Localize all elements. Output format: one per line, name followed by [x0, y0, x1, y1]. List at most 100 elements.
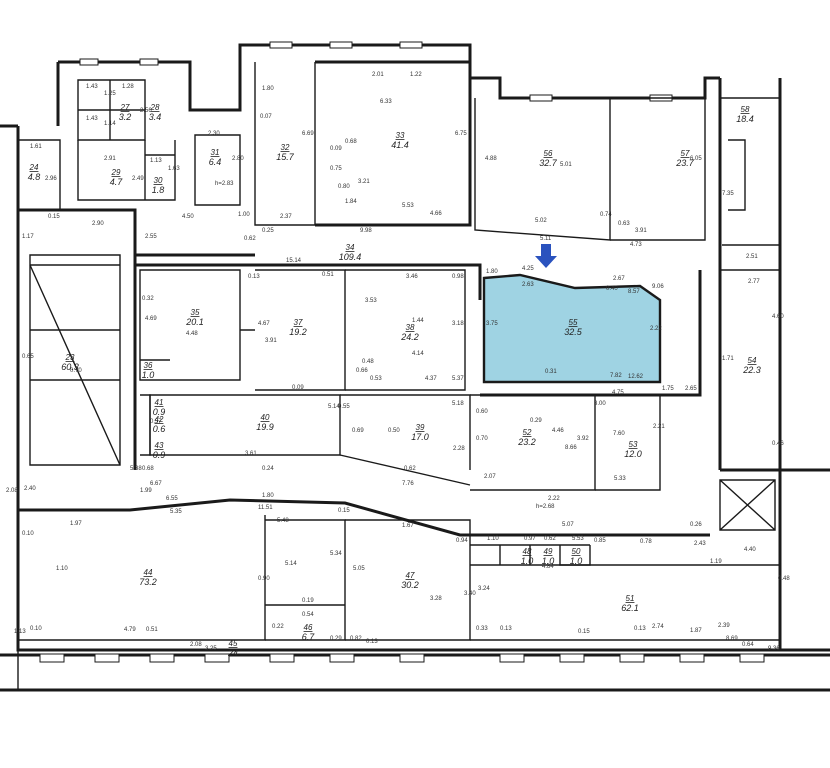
- dimension-label: 4.60: [772, 314, 784, 320]
- dimension-label: 8.69: [726, 636, 738, 642]
- dimension-label: 5.14: [285, 561, 297, 567]
- dimension-label: 2.22: [548, 496, 560, 502]
- dimension-label: 0.24: [262, 466, 274, 472]
- room-number: 57: [681, 149, 690, 158]
- dimension-label: 9.98: [360, 228, 372, 234]
- dimension-label: 1.99: [140, 488, 152, 494]
- room-number: 46: [304, 623, 313, 632]
- dimension-label: 0.69: [352, 428, 364, 434]
- dimension-label: 1.17: [22, 234, 34, 240]
- dimension-label: 1.80: [262, 493, 274, 499]
- dimension-label: 5.02: [535, 218, 547, 224]
- dimension-label: 5.35: [170, 509, 182, 515]
- dimension-label: 0.64: [742, 642, 754, 648]
- dimension-label: 2.07: [484, 474, 496, 480]
- arrow-down-icon: [535, 244, 557, 268]
- dimension-label: 0.13: [248, 274, 260, 280]
- room-area: 0.6: [153, 424, 166, 434]
- dimension-label: 0.53: [370, 376, 382, 382]
- dimension-label: 1.00: [238, 212, 250, 218]
- dimension-label: 0.70: [476, 436, 488, 442]
- dimension-label: 2.37: [280, 214, 292, 220]
- dimension-label: 3.75: [486, 321, 498, 327]
- room-area: 32.5: [564, 327, 583, 337]
- dimension-label: 7.35: [722, 191, 734, 197]
- room-area: 1.0: [521, 556, 534, 566]
- dimension-label: 5.07: [562, 522, 574, 528]
- dimension-label: 0.10: [30, 626, 42, 632]
- dimension-label: 3.40: [464, 591, 476, 597]
- dimension-label: 5.37: [452, 376, 464, 382]
- room-area: 1.0: [542, 556, 555, 566]
- dimension-label: 1.63: [168, 166, 180, 172]
- room-area: 4.8: [28, 172, 41, 182]
- dimension-label: 3.24: [478, 586, 490, 592]
- dimension-label: 0.22: [272, 624, 284, 630]
- dimension-label: 5.34: [330, 551, 342, 557]
- dimension-label: 5.05: [353, 566, 365, 572]
- dimension-label: 0.32: [142, 296, 154, 302]
- dimension-label: 0.15: [338, 508, 350, 514]
- room-area: 3.4: [149, 112, 162, 122]
- dimension-label: 1.84: [345, 199, 357, 205]
- dimension-label: 0.25: [262, 228, 274, 234]
- room-area: 62.1: [621, 603, 639, 613]
- room-number: 47: [406, 571, 415, 580]
- room-number: 41: [155, 398, 164, 407]
- room-area: 1.8: [152, 185, 165, 195]
- dimension-label: 5.33: [614, 476, 626, 482]
- dimension-label: 12.62: [628, 374, 644, 380]
- dimension-label: 1.10: [487, 536, 499, 542]
- dimension-label: 3.91: [265, 338, 277, 344]
- dimension-label: 1.80: [262, 86, 274, 92]
- dimension-label: 5.38: [130, 466, 142, 472]
- dimension-label: 0.74: [600, 212, 612, 218]
- dimension-label: 5.48: [277, 518, 289, 524]
- dimension-label: 2.74: [652, 624, 664, 630]
- dimension-label: 4.73: [630, 242, 642, 248]
- room-area: 4.7: [110, 177, 124, 187]
- dimension-label: 2.65: [685, 386, 697, 392]
- room-number: 24: [29, 163, 39, 172]
- dimension-label: 4.25: [522, 266, 534, 272]
- dimension-label: 6.69: [302, 131, 314, 137]
- room-area: 24: [227, 648, 238, 658]
- dimension-label: 3.18: [452, 321, 464, 327]
- dimension-label: 7.76: [402, 481, 414, 487]
- dimension-label: 2.80: [232, 156, 244, 162]
- dimension-label: 4.79: [124, 627, 136, 633]
- dimension-label: 6.67: [150, 481, 162, 487]
- room-area: 1.0: [570, 556, 583, 566]
- dimension-label: 6.55: [166, 496, 178, 502]
- dimension-label: 2.43: [694, 541, 706, 547]
- dimension-label: 0.48: [362, 359, 374, 365]
- dimension-label: 1.14: [104, 121, 116, 127]
- dimension-label: 0.13: [500, 626, 512, 632]
- room-number: 43: [155, 441, 164, 450]
- room-area: 6.7: [302, 632, 316, 642]
- room-number: 39: [416, 423, 425, 432]
- room-number: 56: [544, 149, 553, 158]
- dimension-label: h=2.68: [536, 504, 555, 510]
- room-number: 58: [741, 105, 750, 114]
- dimension-label: 4.66: [430, 211, 442, 217]
- dimension-label: 5.14: [328, 404, 340, 410]
- room-number: 32: [281, 143, 290, 152]
- dimension-label: 2.55: [145, 234, 157, 240]
- dimension-label: 0.62: [544, 536, 556, 542]
- room-area: 0.9: [153, 407, 166, 417]
- dimension-label: 1.43: [86, 116, 98, 122]
- dimension-label: 0.07: [260, 114, 272, 120]
- dimension-label: 2.56: [140, 108, 152, 114]
- dimension-label: 6.33: [380, 99, 392, 105]
- dimension-label: 4.84: [542, 564, 554, 570]
- dimension-label: 1.67: [402, 523, 414, 529]
- dimension-label: 2.51: [746, 254, 758, 260]
- room-55-highlight[interactable]: [482, 273, 662, 384]
- dimension-label: 2.22: [650, 326, 662, 332]
- dimension-label: 0.82: [350, 636, 362, 642]
- room-area: 15.7: [276, 152, 295, 162]
- dimension-label: 1.22: [410, 72, 422, 78]
- upper-rooms: [18, 60, 780, 246]
- room-area: 17.0: [411, 432, 429, 442]
